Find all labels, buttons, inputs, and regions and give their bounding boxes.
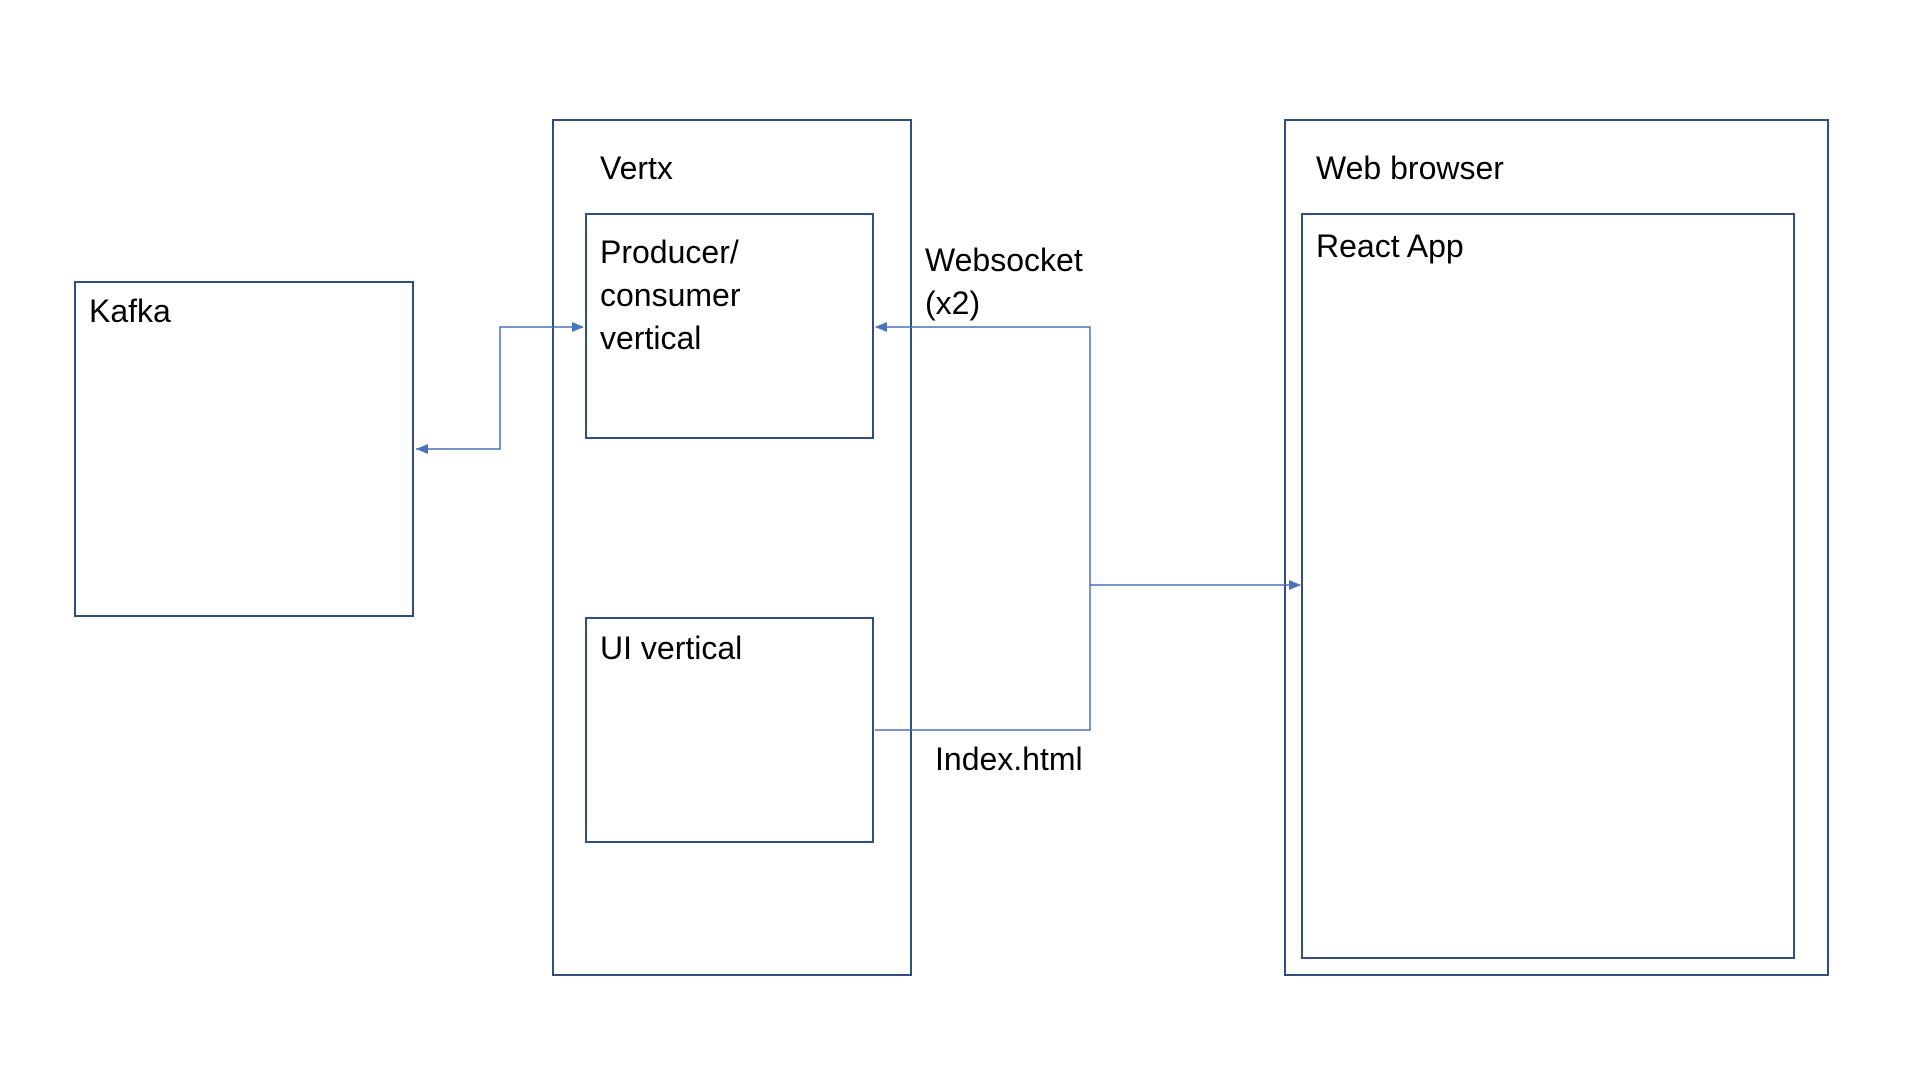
react-app-node [1301,213,1795,959]
kafka-label: Kafka [89,293,171,329]
arrowhead-into-producer-consumer-websocket [875,322,887,332]
ui-vertical-label: UI vertical [600,630,743,666]
websocket-edge-label: Websocket (x2) [925,242,1083,321]
web-browser-container [1284,119,1829,976]
ui-vertical-node [585,617,874,843]
kafka-node [74,281,414,617]
index-html-connector [875,585,1091,731]
arrowhead-into-producer-consumer [572,322,584,332]
vertx-label: Vertx [600,150,673,186]
websocket-connector [876,326,1091,585]
producer-consumer-vertical-node [585,213,874,439]
vertx-container [552,119,912,976]
producer-consumer-vertical-label: Producer/ consumer vertical [600,234,741,356]
arrowhead-into-react-app [1289,580,1301,590]
react-app-label: React App [1316,228,1464,264]
arrowhead-into-kafka [416,444,428,454]
kafka-producer-connector [416,326,583,450]
index-html-edge-label: Index.html [935,741,1083,777]
web-browser-label: Web browser [1316,150,1504,186]
